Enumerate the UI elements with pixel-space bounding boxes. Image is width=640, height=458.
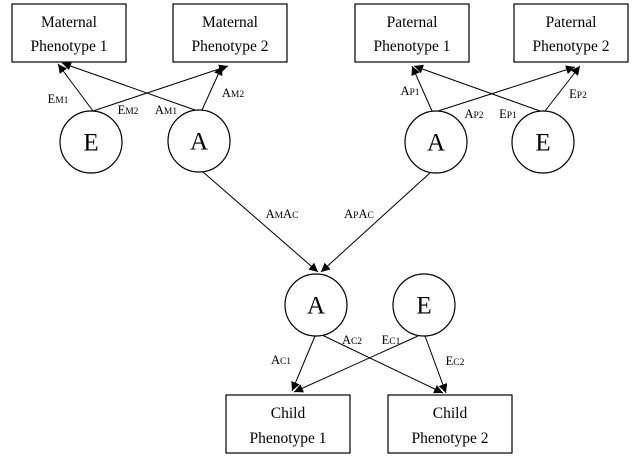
path-label-em1: EM1 [48,92,69,106]
edges [57,61,581,394]
paternal-phenotype-2-box: Paternal Phenotype 2 [513,3,629,63]
box-label-line1: Maternal [41,14,97,31]
node-label: E [535,130,550,157]
path-label-apac: APAC [344,207,374,221]
box-label-line1: Maternal [202,14,258,31]
maternal-e-node: E [59,110,123,174]
maternal-phenotype-2-box: Maternal Phenotype 2 [172,3,288,63]
path-label-am2: AM2 [222,86,244,100]
paternal-a-node: A [404,110,468,174]
child-a-node: A [284,273,348,337]
edge-am2 [201,65,223,111]
box-label-line1: Paternal [387,14,438,31]
path-label-em2: EM2 [118,103,139,117]
path-label-ac1: AC1 [271,353,291,367]
box-label-line2: Phenotype 1 [373,38,450,55]
edge-ap2 [437,65,576,112]
path-label-ec2: EC2 [446,354,465,368]
path-label-ep1: EP1 [499,107,517,121]
edge-apac [320,171,432,273]
edge-ep1 [413,64,541,112]
child-e-node: E [392,273,456,337]
node-label: A [190,129,208,156]
path-label-ep2: EP2 [569,87,587,101]
edge-ec2 [424,335,448,394]
edge-em2 [92,64,229,112]
box-label-line2: Phenotype 1 [30,38,107,55]
paternal-e-node: E [511,110,575,174]
edge-amac [202,171,319,273]
node-label: E [83,130,98,157]
box-label-line2: Phenotype 2 [191,38,268,55]
edge-ac1 [291,335,316,392]
box-label-line2: Phenotype 2 [411,430,488,447]
box-label-line1: Child [271,405,306,422]
edge-ec1 [293,335,419,393]
node-label: A [427,130,445,157]
box-label-line1: Paternal [546,14,597,31]
path-label-ac2: AC2 [342,333,362,347]
edge-em1 [57,63,94,112]
maternal-a-node: A [167,109,231,173]
child-phenotype-2-box: Child Phenotype 2 [387,394,513,454]
box-label-line2: Phenotype 2 [532,38,609,55]
paternal-phenotype-1-box: Paternal Phenotype 1 [354,3,470,63]
box-label-line1: Child [433,405,468,422]
edge-ep2 [544,65,581,112]
child-phenotype-1-box: Child Phenotype 1 [225,394,351,454]
path-label-ec1: EC1 [382,333,401,347]
path-label-ap2: AP2 [464,107,483,121]
edge-ap1 [411,65,433,112]
edge-am1 [61,61,196,111]
edge-ac2 [321,334,444,394]
maternal-phenotype-1-box: Maternal Phenotype 1 [11,3,127,63]
box-label-line2: Phenotype 1 [249,430,326,447]
node-label: E [416,293,431,320]
node-label: A [307,293,325,320]
path-label-ap1: AP1 [400,84,419,98]
path-label-am1: AM1 [155,103,177,117]
path-label-amac: AMAC [266,207,299,221]
